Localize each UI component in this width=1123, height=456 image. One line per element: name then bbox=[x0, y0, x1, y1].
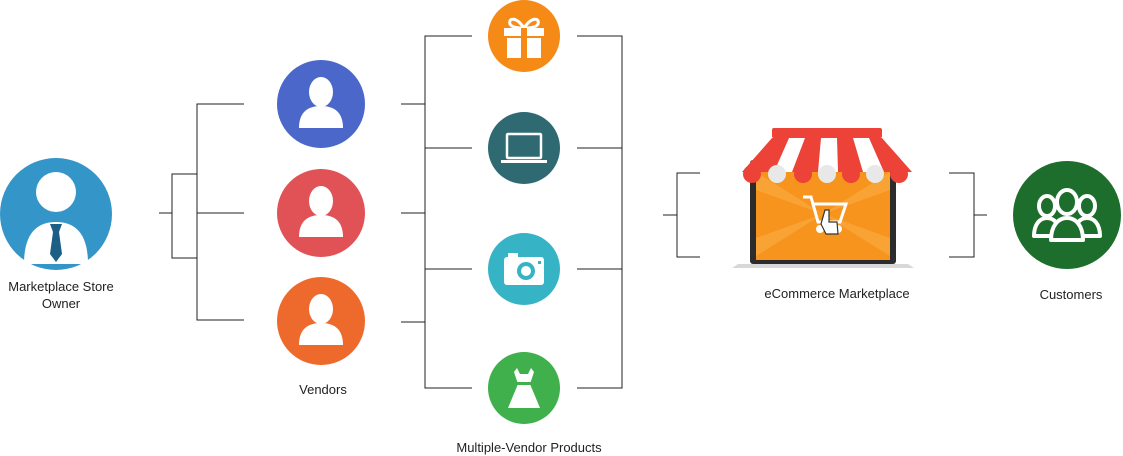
owner-node bbox=[0, 158, 112, 270]
laptop-icon bbox=[501, 132, 547, 163]
customers-node bbox=[1013, 161, 1121, 269]
vendor-node-1 bbox=[277, 60, 365, 148]
group-icon bbox=[1032, 188, 1102, 242]
owner-label-line-2: Owner bbox=[41, 296, 81, 311]
storefront-laptop-icon bbox=[732, 128, 914, 268]
product-node-laptop bbox=[488, 112, 560, 184]
owner-label: Marketplace Store Owner bbox=[0, 278, 122, 312]
marketplace-label: eCommerce Marketplace bbox=[764, 286, 910, 301]
business-person-icon bbox=[24, 172, 88, 264]
hand-cursor-icon bbox=[820, 209, 839, 235]
customers-label: Customers bbox=[1039, 287, 1103, 302]
product-node-camera bbox=[488, 233, 560, 305]
products-label: Multiple-Vendor Products bbox=[456, 440, 602, 455]
user-icon bbox=[299, 77, 343, 128]
camera-icon bbox=[504, 253, 544, 285]
vendors-label: Vendors bbox=[299, 382, 347, 397]
vendor-node-2 bbox=[277, 169, 365, 257]
vendor-node-3 bbox=[277, 277, 365, 365]
gift-icon bbox=[504, 17, 544, 58]
product-node-dress bbox=[488, 352, 560, 424]
user-icon bbox=[299, 186, 343, 237]
connector-lines bbox=[159, 35, 987, 389]
dress-icon bbox=[508, 368, 540, 408]
owner-label-line-1: Marketplace Store bbox=[8, 279, 114, 294]
user-icon bbox=[299, 294, 343, 345]
product-node-gift bbox=[488, 0, 560, 72]
